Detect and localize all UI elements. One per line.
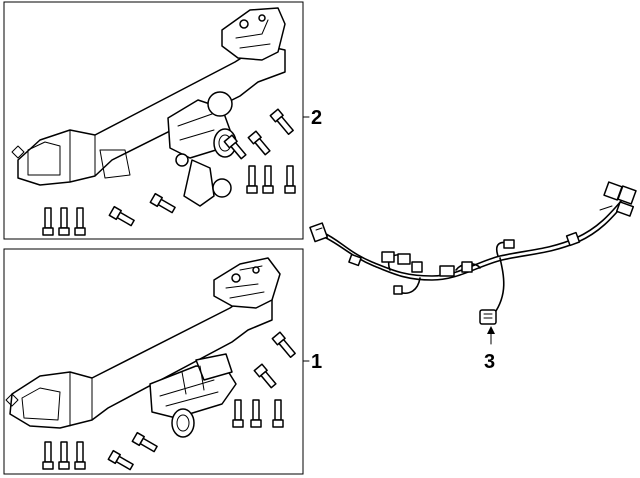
connector-cluster — [348, 251, 473, 295]
side-bracket-right-2 — [221, 7, 286, 61]
connector-left-end — [309, 222, 329, 243]
panel-2-frame — [3, 1, 304, 240]
tow-hitch-mount-2 — [167, 91, 233, 207]
callout-2: 2 — [311, 107, 322, 129]
callout-3-arrowhead — [487, 326, 495, 334]
bolt-set-1 — [42, 331, 296, 471]
callout-3: 3 — [484, 351, 495, 373]
crossbar-beam-1 — [5, 293, 273, 429]
connector-right-pair — [599, 181, 637, 217]
bolt-set-2 — [42, 108, 296, 236]
tow-hitch-receiver-1 — [149, 353, 237, 419]
tow-ring-1 — [171, 408, 195, 438]
side-bracket-right-1 — [213, 257, 281, 309]
crossbar-beam-2 — [11, 44, 286, 186]
connector-pigtail — [479, 309, 497, 325]
wiring-harness-3: 3 — [309, 181, 637, 373]
tow-bar-assembly-panel-1: 1 — [3, 248, 322, 475]
tow-bar-assembly-panel-2: 2 — [3, 1, 322, 240]
callout-1: 1 — [311, 351, 322, 373]
